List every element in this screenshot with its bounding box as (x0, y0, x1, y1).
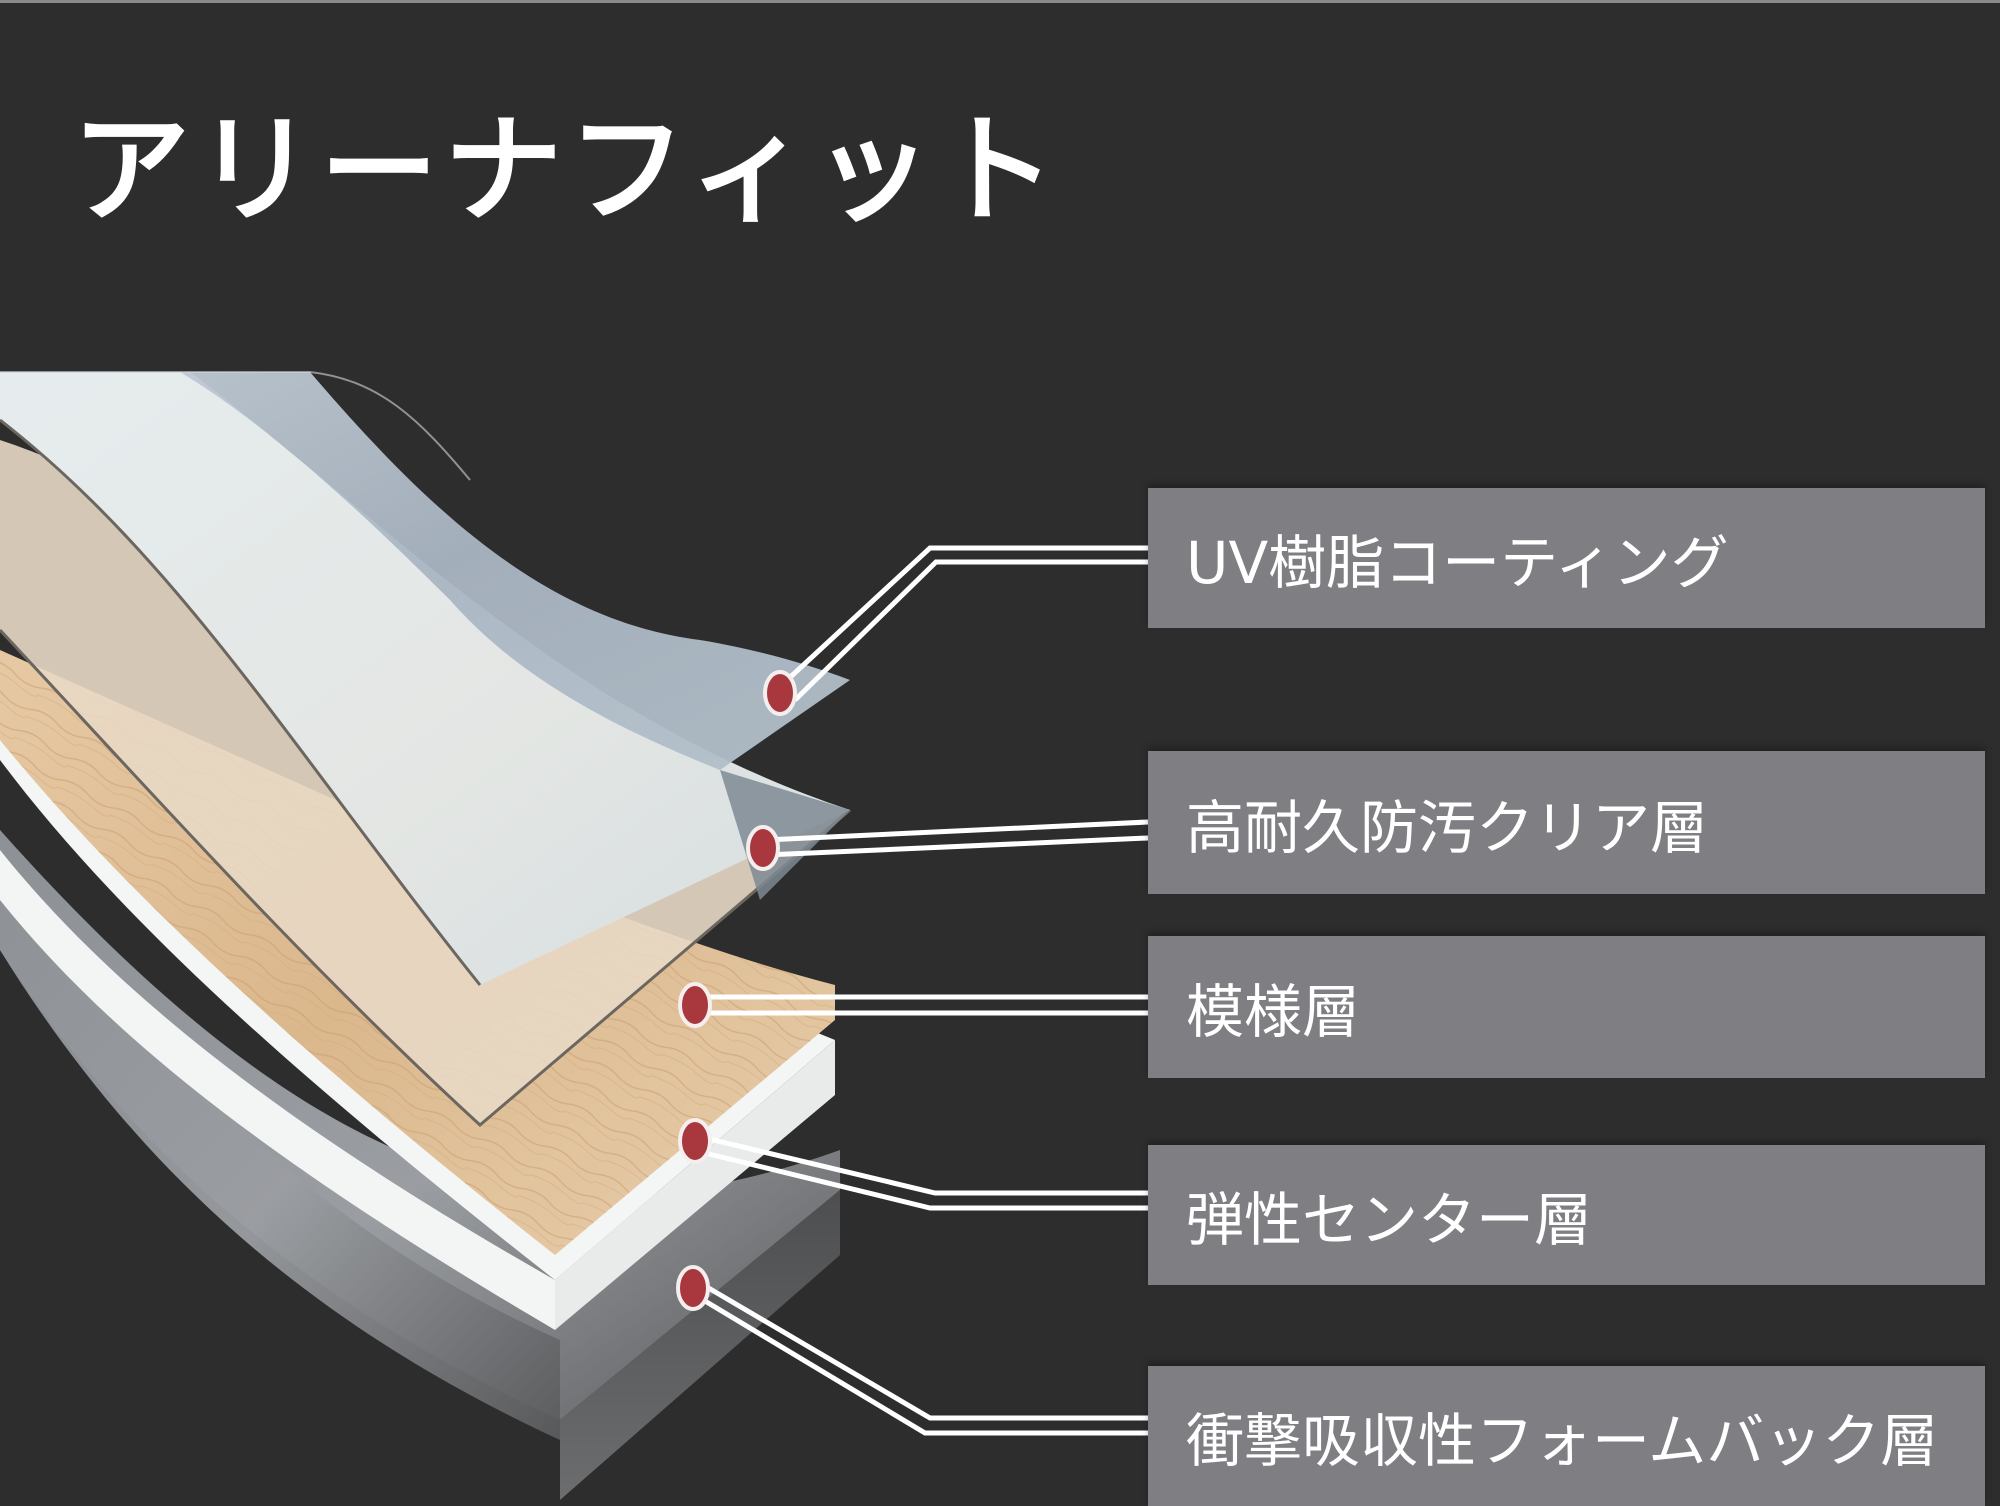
marker-dot-foam-back-layer (676, 1265, 710, 1311)
label-elastic-center-layer: 弾性センター層 (1148, 1145, 1985, 1285)
label-text: 衝撃吸収性フォームバック層 (1186, 1407, 1939, 1475)
connector-elastic-center-layer (704, 1135, 1148, 1211)
connector-foam-back-layer (698, 1280, 1148, 1436)
label-text: UV樹脂コーティング (1186, 529, 1729, 597)
label-pattern-layer: 模様層 (1148, 936, 1985, 1078)
top-border (0, 0, 2000, 3)
connector-uv-coating (783, 545, 1148, 702)
marker-dot-elastic-center-layer (678, 1118, 712, 1164)
label-foam-back-layer: 衝撃吸収性フォームバック層 (1148, 1366, 1985, 1506)
label-text: 模様層 (1186, 978, 1361, 1046)
marker-dot-pattern-layer (678, 982, 712, 1028)
marker-dots (676, 670, 797, 1311)
connector-lines (698, 545, 1149, 1436)
label-uv-coating: UV樹脂コーティング (1148, 488, 1985, 628)
label-text: 弾性センター層 (1186, 1186, 1593, 1254)
label-text: 高耐久防汚クリア層 (1186, 793, 1709, 862)
label-clear-layer: 高耐久防汚クリア層 (1148, 751, 1985, 894)
uv-coating-layer-shape (0, 371, 850, 770)
clear-sheet-shape (0, 372, 850, 986)
marker-dot-clear-layer (746, 825, 780, 871)
connector-clear-layer (764, 819, 1149, 858)
product-title: アリーナフィット (72, 101, 1062, 239)
marker-dot-uv-coating (763, 670, 797, 716)
connector-pattern-layer (700, 994, 1148, 1016)
